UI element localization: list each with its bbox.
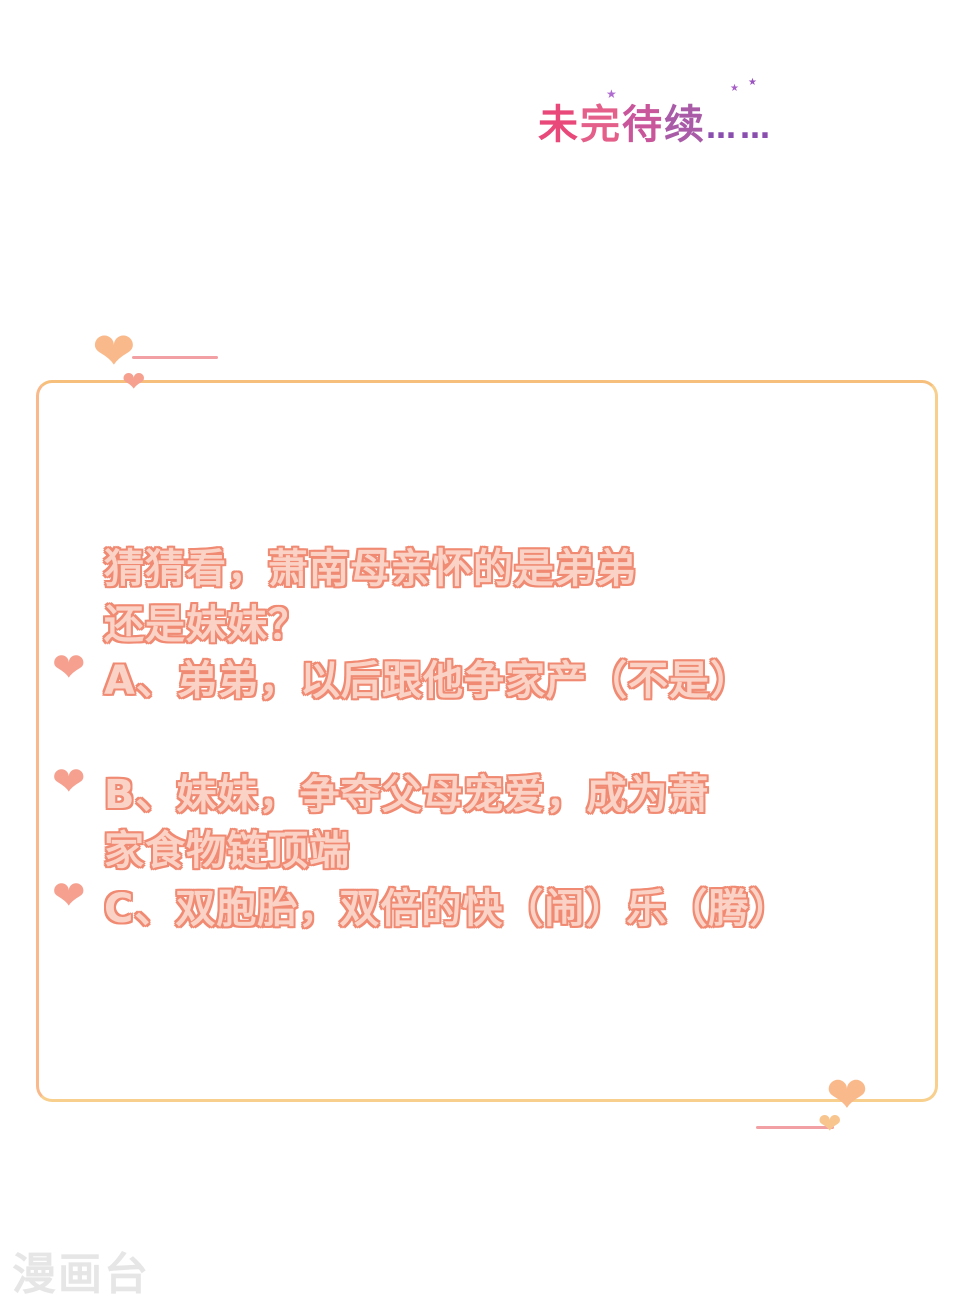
decor-line: [132, 356, 218, 359]
heart-icon: ❤: [52, 645, 86, 691]
tbc-char: 续: [664, 102, 706, 148]
quiz-frame: [36, 380, 938, 1102]
tbc-char: 未: [538, 102, 580, 148]
heart-icon: ❤: [52, 759, 86, 805]
tbc-char: 完: [580, 102, 622, 148]
option-c: C、双胞胎，双倍的快（闹）乐（腾）: [104, 886, 791, 932]
star-icon: ★: [606, 87, 617, 101]
question-line-2: 还是妹妹？: [104, 602, 309, 648]
option-a: A、弟弟，以后跟他争家产（不是）: [104, 658, 751, 704]
heart-icon: ❤: [92, 322, 136, 382]
decor-line: [756, 1126, 834, 1129]
heart-icon: ❤: [826, 1066, 868, 1124]
watermark: 漫画台: [12, 1249, 150, 1300]
heart-icon: ❤: [122, 365, 146, 398]
star-icon: ★: [730, 83, 739, 94]
heart-icon: ❤: [52, 873, 86, 919]
question-line-1: 猜猜看，萧南母亲怀的是弟弟: [104, 546, 637, 592]
heart-icon: ❤: [818, 1107, 842, 1140]
ellipsis: ……: [706, 111, 774, 146]
star-icon: ★: [748, 77, 757, 88]
to-be-continued: 未完待续……: [538, 92, 774, 150]
option-b-line-1: B、妹妹，争夺父母宠爱，成为萧: [104, 772, 710, 818]
tbc-char: 待: [622, 102, 664, 148]
option-b-line-2: 家食物链顶端: [104, 828, 350, 874]
